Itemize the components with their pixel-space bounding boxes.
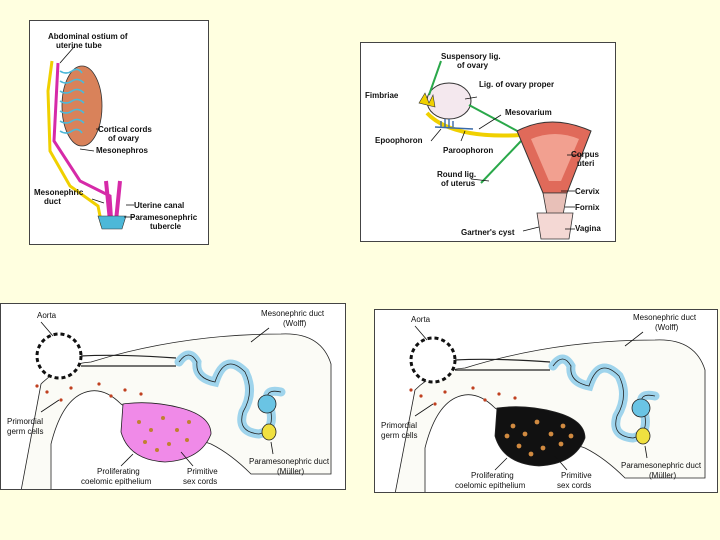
label-paramesonephric-2: (Müller) bbox=[277, 467, 304, 476]
label-aorta: Aorta bbox=[37, 311, 57, 320]
label-mesonephric-duct-1: Mesonephric duct bbox=[261, 309, 325, 318]
paramesonephric-duct-path bbox=[52, 62, 114, 227]
label-primordial-1: Primordial bbox=[7, 417, 43, 426]
aorta-circle bbox=[409, 336, 457, 384]
round-ligament-path bbox=[480, 140, 522, 184]
label-gartners-cyst: Gartner's cyst bbox=[461, 228, 515, 237]
reproductive-tract-illustration: Suspensory lig. of ovary Lig. of ovary p… bbox=[365, 52, 601, 240]
label-paramesonephric-tubercle-1: Paramesonephric bbox=[130, 213, 198, 222]
epoophoron-tubules bbox=[434, 119, 474, 130]
paramesonephric-duct-ellipse bbox=[261, 423, 277, 441]
label-corpus-uteri-2: uteri bbox=[577, 159, 594, 168]
label-corpus-uteri-1: Corpus bbox=[571, 150, 600, 159]
label-mesonephric-duct-1: Mesonephric bbox=[34, 188, 84, 197]
proliferating-mass bbox=[494, 406, 586, 467]
label-paramesonephric-1: Paramesonephric duct bbox=[249, 457, 330, 466]
uterine-canal-shape bbox=[104, 180, 122, 222]
label-mesovarium: Mesovarium bbox=[505, 108, 552, 117]
label-cervix: Cervix bbox=[575, 187, 600, 196]
mesonephros-tubules bbox=[59, 68, 85, 134]
label-primitive-1: Primitive bbox=[187, 467, 218, 476]
label-proliferating-1: Proliferating bbox=[471, 471, 514, 480]
label-abdominal-ostium-2: uterine tube bbox=[56, 41, 102, 50]
label-primordial-2: germ cells bbox=[381, 431, 417, 440]
label-mesonephric-duct-2: (Wolff) bbox=[655, 323, 679, 332]
label-primitive-1: Primitive bbox=[561, 471, 592, 480]
label-primitive-2: sex cords bbox=[183, 477, 217, 486]
mesonephric-duct-path bbox=[46, 60, 104, 227]
sex-cord-specks bbox=[504, 419, 574, 457]
label-mesonephric-duct-2: duct bbox=[44, 197, 61, 206]
proliferating-mass bbox=[120, 402, 212, 463]
gonad-section-black-illustration: Aorta Mesonephric duct (Wolff) Primordia… bbox=[381, 313, 706, 492]
mesonephric-duct-lumen bbox=[631, 398, 651, 418]
label-abdominal-ostium-1: Abdominal ostium of bbox=[48, 32, 128, 41]
panel-female-reproductive-tract: Suspensory lig. of ovary Lig. of ovary p… bbox=[360, 42, 616, 242]
label-cortical-cords-2: of ovary bbox=[108, 134, 140, 143]
sex-cord-specks bbox=[137, 416, 191, 452]
paramesonephric-duct-ellipse bbox=[635, 427, 651, 445]
label-paramesonephric-1: Paramesonephric duct bbox=[621, 461, 702, 470]
ovary-shape bbox=[61, 65, 103, 147]
aorta-circle bbox=[35, 332, 83, 380]
fimbriae-shape bbox=[418, 92, 436, 108]
label-round-lig-2: of uterus bbox=[441, 179, 476, 188]
label-aorta: Aorta bbox=[411, 315, 431, 324]
label-primordial-1: Primordial bbox=[381, 421, 417, 430]
germ-cell-dots bbox=[35, 382, 143, 402]
label-paroophoron: Paroophoron bbox=[443, 146, 493, 155]
label-paramesonephric-2: (Müller) bbox=[649, 471, 676, 480]
label-primitive-2: sex cords bbox=[557, 481, 591, 490]
label-suspensory-1: Suspensory lig. bbox=[441, 52, 501, 61]
label-paramesonephric-tubercle-2: tubercle bbox=[150, 222, 182, 231]
suspensory-ligament-path bbox=[428, 60, 442, 96]
gonad-section-pink-illustration: Aorta Mesonephric duct (Wolff) Primordia… bbox=[7, 309, 332, 489]
label-suspensory-2: of ovary bbox=[457, 61, 489, 70]
label-mesonephric-duct-2: (Wolff) bbox=[283, 319, 307, 328]
vagina-shape bbox=[536, 212, 574, 240]
mesonephric-duct-lumen bbox=[257, 394, 277, 414]
label-proliferating-2: coelomic epithelium bbox=[81, 477, 152, 486]
label-fimbriae: Fimbriae bbox=[365, 91, 399, 100]
panel-genital-ridge: Abdominal ostium of uterine tube Cortica… bbox=[29, 20, 209, 245]
label-round-lig-1: Round lig. bbox=[437, 170, 476, 179]
panel-gonad-cross-section-early: Aorta Mesonephric duct (Wolff) Primordia… bbox=[0, 303, 346, 490]
panel-gonad-cross-section-late: Aorta Mesonephric duct (Wolff) Primordia… bbox=[374, 309, 718, 493]
label-proliferating-2: coelomic epithelium bbox=[455, 481, 526, 490]
label-mesonephros: Mesonephros bbox=[96, 146, 149, 155]
genital-ridge-illustration: Abdominal ostium of uterine tube Cortica… bbox=[34, 32, 198, 231]
cervix-shape bbox=[542, 192, 568, 216]
label-lig-ovary-proper: Lig. of ovary proper bbox=[479, 80, 554, 89]
label-vagina: Vagina bbox=[575, 224, 601, 233]
label-cortical-cords-1: Cortical cords bbox=[98, 125, 152, 134]
label-epoophoron: Epoophoron bbox=[375, 136, 423, 145]
label-fornix: Fornix bbox=[575, 203, 600, 212]
label-mesonephric-duct-1: Mesonephric duct bbox=[633, 313, 697, 322]
label-proliferating-1: Proliferating bbox=[97, 467, 140, 476]
label-uterine-canal: Uterine canal bbox=[134, 201, 184, 210]
uterine-tube-path bbox=[425, 111, 522, 138]
germ-cell-dots bbox=[409, 386, 517, 406]
label-primordial-2: germ cells bbox=[7, 427, 43, 436]
